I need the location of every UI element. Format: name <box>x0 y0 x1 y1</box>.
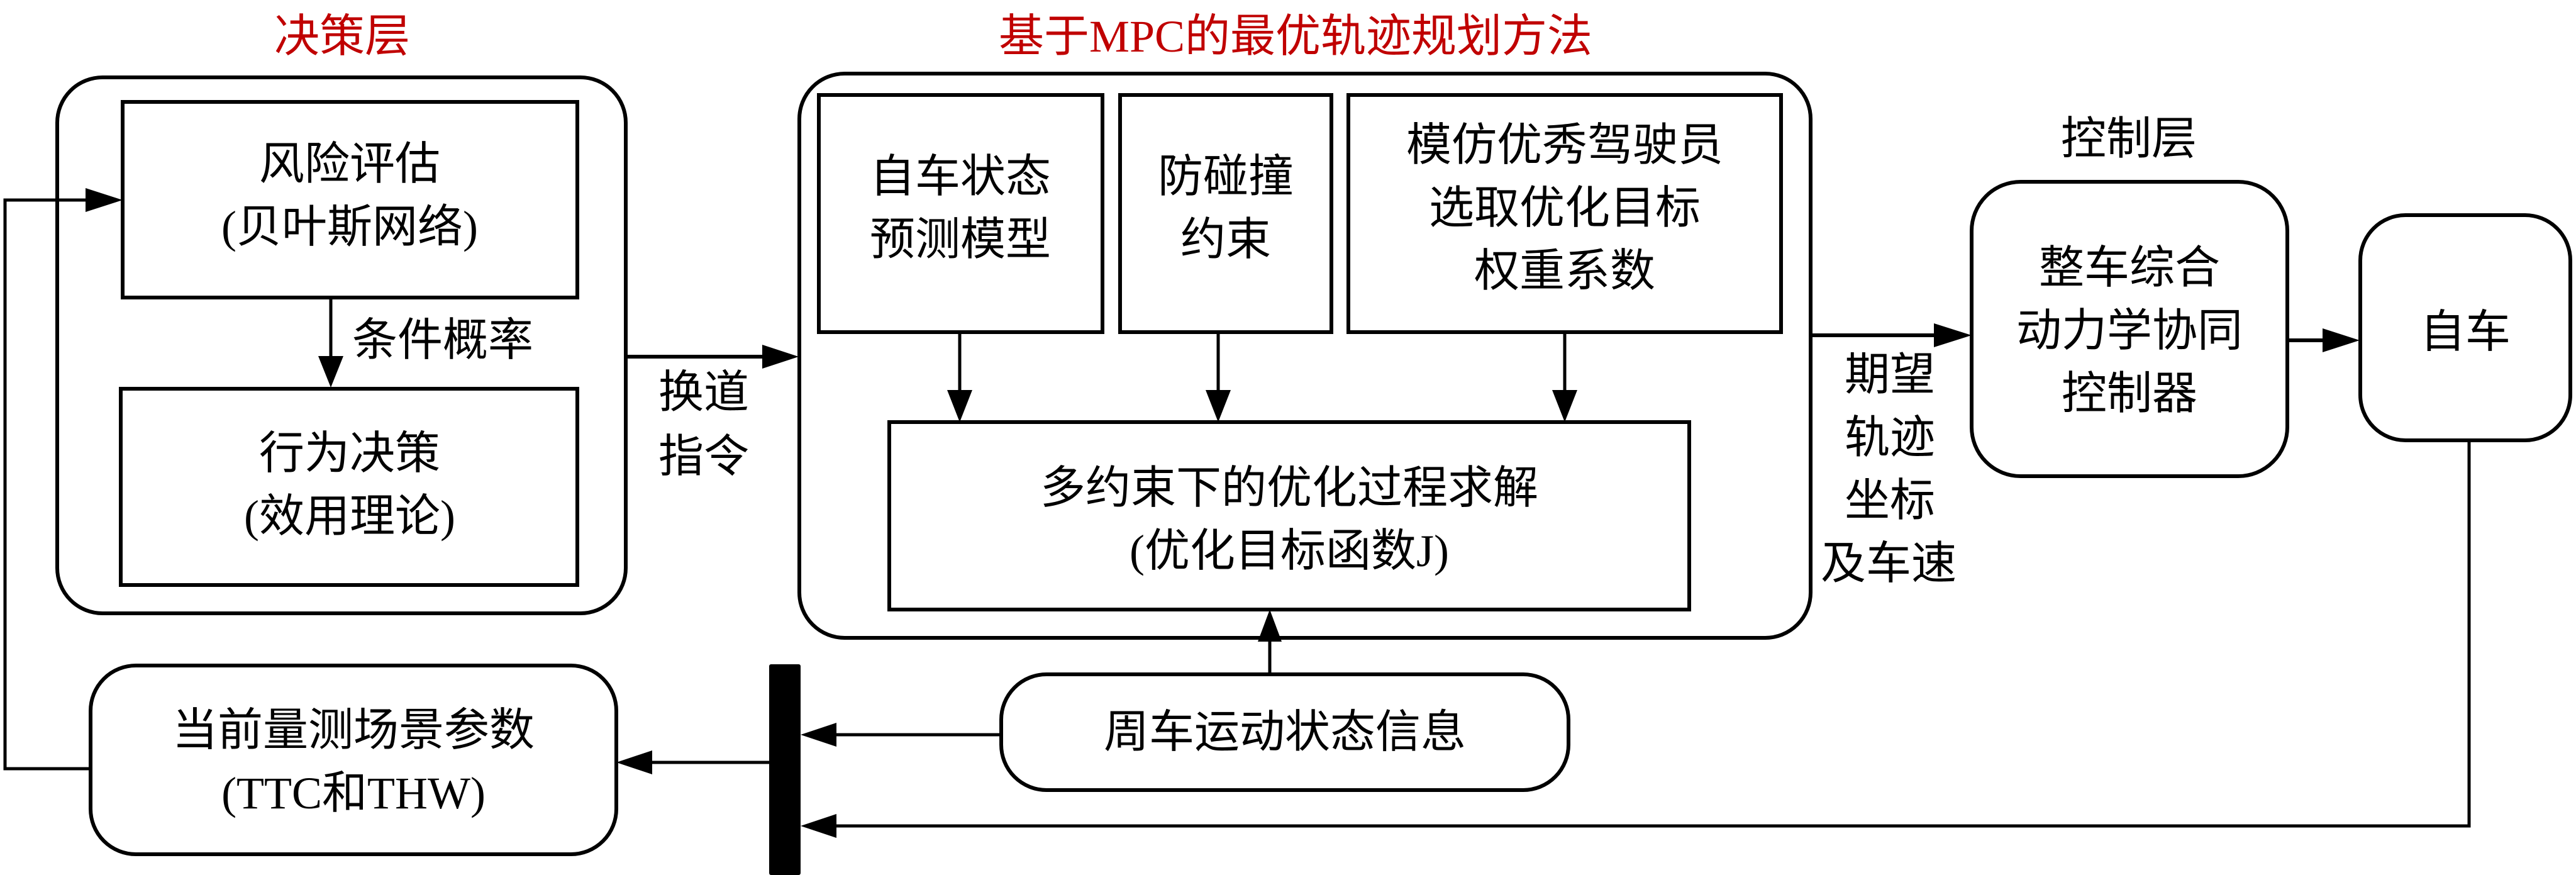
controller-line2: 动力学协同 <box>2016 306 2243 356</box>
collision-constraint-line2: 约束 <box>1180 215 1271 265</box>
ego-state-model-line2: 预测模型 <box>870 215 1051 265</box>
risk-assessment-title: 风险评估 <box>259 139 440 189</box>
driver-weights-line1: 模仿优秀驾驶员 <box>1406 120 1723 170</box>
optimizer-box <box>887 420 1691 611</box>
arrowhead-up-icon <box>1258 610 1282 642</box>
arrowhead-right-icon <box>2323 328 2360 352</box>
surrounding-info-label: 周车运动状态信息 <box>1104 707 1466 757</box>
arrowhead-down-icon <box>947 390 972 422</box>
behavior-decision-box <box>119 387 579 587</box>
scene-params-box <box>89 664 618 856</box>
trajectory-label-line4: 及车速 <box>1821 538 1957 589</box>
lane-change-label-line2: 指令 <box>658 432 749 482</box>
arrowhead-left-icon <box>801 723 836 747</box>
ego-vehicle-box <box>2358 213 2572 442</box>
ego-state-model-box <box>817 93 1104 334</box>
ego-vehicle-label: 自车 <box>2420 307 2511 357</box>
driver-weights-box <box>1346 93 1783 334</box>
arrowhead-right-icon <box>762 345 799 369</box>
driver-weights-line3: 权重系数 <box>1474 246 1655 296</box>
ego-state-model-line1: 自车状态 <box>870 152 1051 202</box>
control-layer-title: 控制层 <box>2061 114 2197 164</box>
arrowhead-left-icon <box>616 750 652 774</box>
conditional-probability-label: 条件概率 <box>352 315 533 365</box>
scene-params-line2: (TTC和THW) <box>221 768 486 818</box>
behavior-decision-title: 行为决策 <box>259 428 440 479</box>
risk-assessment-method: (贝叶斯网络) <box>221 202 478 252</box>
trajectory-label-line1: 期望 <box>1845 350 1935 400</box>
ego-feedback-connector <box>836 440 2471 828</box>
behavior-decision-method: (效用理论) <box>244 491 455 542</box>
decision-layer-title: 决策层 <box>274 11 410 62</box>
surrounding-info-box <box>999 672 1570 792</box>
arrowhead-down-icon <box>1206 390 1231 422</box>
lane-change-label-line1: 换道 <box>658 367 749 418</box>
optimizer-line1: 多约束下的优化过程求解 <box>1040 463 1538 513</box>
scene-params-line1: 当前量测场景参数 <box>172 705 535 755</box>
signal-bus-bar <box>769 664 801 875</box>
driver-weights-line2: 选取优化目标 <box>1429 183 1701 233</box>
planning-layer-title: 基于MPC的最优轨迹规划方法 <box>999 11 1592 62</box>
arrowhead-down-icon <box>318 356 343 387</box>
optimizer-line2: (优化目标函数J) <box>1130 526 1449 576</box>
controller-box <box>1970 180 2289 478</box>
controller-line3: 控制器 <box>2062 369 2197 419</box>
arrowhead-left-icon <box>801 814 836 838</box>
collision-constraint-line1: 防碰撞 <box>1158 152 1294 202</box>
controller-line1: 整车综合 <box>2039 243 2220 293</box>
trajectory-label-line2: 轨迹 <box>1845 413 1935 463</box>
arrowhead-right-icon <box>1934 323 1972 347</box>
arrowhead-down-icon <box>1552 390 1577 422</box>
scene-feedback-connector <box>3 198 91 771</box>
arrowhead-right-icon <box>86 188 123 212</box>
risk-assessment-box <box>121 100 579 299</box>
trajectory-label-line3: 坐标 <box>1845 476 1935 526</box>
collision-constraint-box <box>1118 93 1333 334</box>
